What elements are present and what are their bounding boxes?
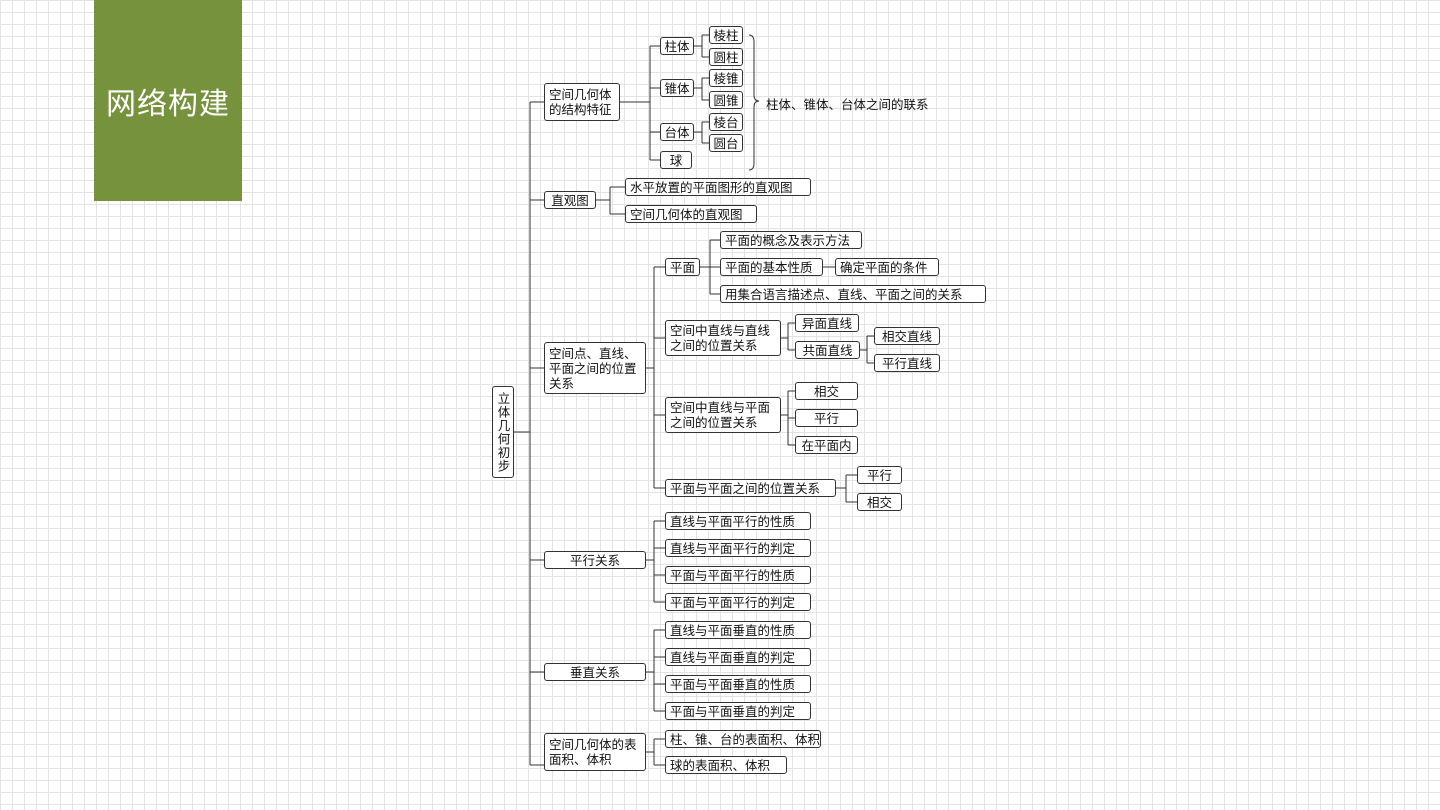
node-perpendicular-item: 直线与平面垂直的判定 xyxy=(665,648,811,666)
node-plane-plane: 平面与平面之间的位置关系 xyxy=(665,479,836,497)
node-label: 平行直线 xyxy=(881,355,932,371)
node-label: 垂直关系 xyxy=(569,664,620,680)
section-title: 网络构建 xyxy=(106,86,230,122)
node-label: 平面与平面垂直的性质 xyxy=(670,676,796,692)
node-plane-determine: 确定平面的条件 xyxy=(835,258,939,276)
node-label: 相交 xyxy=(866,494,892,510)
brace-note: 柱体、锥体、台体之间的联系 xyxy=(766,97,929,112)
node-frustum-group: 台体 xyxy=(660,123,694,141)
node-parallel-item: 平面与平面平行的判定 xyxy=(665,593,811,611)
node-label: 直线与平面平行的性质 xyxy=(670,513,796,529)
node-area-volume-item: 柱、锥、台的表面积、体积 xyxy=(665,730,821,748)
node-line-plane: 空间中直线与平面之间的位置关系 xyxy=(665,397,781,433)
node-label: 圆柱 xyxy=(713,49,739,65)
section-header-box: 网络构建 xyxy=(94,0,242,201)
root-node: 立体几何初步 xyxy=(492,386,514,478)
node-relations: 空间点、直线、平面之间的位置关系 xyxy=(544,342,646,394)
node-parallel-lines: 平行直线 xyxy=(874,354,940,372)
node-label: 空间几何体的表面积、体积 xyxy=(549,737,637,767)
node-plane-set-language: 用集合语言描述点、直线、平面之间的关系 xyxy=(720,285,986,303)
node-lp-intersect: 相交 xyxy=(795,382,858,400)
node-label: 异面直线 xyxy=(801,315,852,331)
node-area-volume-item: 球的表面积、体积 xyxy=(665,756,787,774)
node-parallel-item: 直线与平面平行的判定 xyxy=(665,539,811,557)
node-coplanar-lines: 共面直线 xyxy=(795,341,860,359)
node-label: 空间中直线与直线之间的位置关系 xyxy=(670,323,771,353)
node-perpendicular-relation: 垂直关系 xyxy=(544,663,646,681)
node-label: 空间点、直线、平面之间的位置关系 xyxy=(549,345,637,391)
node-sphere: 球 xyxy=(660,151,692,169)
node-cone: 圆锥 xyxy=(709,91,743,109)
node-label: 空间几何体的结构特征 xyxy=(549,87,612,117)
node-label: 平面的概念及表示方法 xyxy=(725,232,851,248)
node-label: 圆锥 xyxy=(713,92,739,108)
node-intuitive-flat: 水平放置的平面图形的直观图 xyxy=(625,178,811,196)
node-cylinder: 圆柱 xyxy=(709,48,743,66)
node-label: 确定平面的条件 xyxy=(840,259,928,275)
node-frustum-cone: 圆台 xyxy=(709,134,743,152)
node-frustum-prism: 棱台 xyxy=(709,113,743,131)
node-pp-parallel: 平行 xyxy=(857,466,902,484)
node-label: 用集合语言描述点、直线、平面之间的关系 xyxy=(725,286,963,302)
node-label: 柱体 xyxy=(664,38,690,54)
node-label: 直线与平面垂直的性质 xyxy=(670,622,796,638)
node-lp-parallel: 平行 xyxy=(795,409,858,427)
node-prism: 棱柱 xyxy=(709,26,743,44)
node-parallel-relation: 平行关系 xyxy=(544,551,646,569)
node-intuitive: 直观图 xyxy=(544,191,596,209)
node-label: 球的表面积、体积 xyxy=(670,757,771,773)
node-label: 圆台 xyxy=(713,135,739,151)
node-label: 台体 xyxy=(664,124,690,140)
node-label: 相交直线 xyxy=(881,328,932,344)
node-structure-features: 空间几何体的结构特征 xyxy=(544,83,620,121)
node-label: 平面与平面平行的性质 xyxy=(670,567,796,583)
node-label: 在平面内 xyxy=(801,437,852,453)
node-label: 平面与平面垂直的判定 xyxy=(670,703,796,719)
node-label: 棱台 xyxy=(713,114,739,130)
node-label: 空间几何体的直观图 xyxy=(630,206,743,222)
node-intuitive-solid: 空间几何体的直观图 xyxy=(625,205,757,223)
node-pp-intersect: 相交 xyxy=(857,493,902,511)
node-label: 平面 xyxy=(670,259,696,275)
node-pillar: 柱体 xyxy=(660,37,694,55)
node-plane-concept: 平面的概念及表示方法 xyxy=(720,231,862,249)
node-parallel-item: 直线与平面平行的性质 xyxy=(665,512,811,530)
node-label: 球 xyxy=(669,152,683,168)
node-perpendicular-item: 直线与平面垂直的性质 xyxy=(665,621,811,639)
node-label: 共面直线 xyxy=(802,342,853,358)
node-label: 水平放置的平面图形的直观图 xyxy=(630,179,793,195)
node-label: 棱柱 xyxy=(713,27,739,43)
node-label: 棱锥 xyxy=(713,70,739,86)
node-label: 平行 xyxy=(813,410,839,426)
node-label: 相交 xyxy=(813,383,839,399)
node-plane-basic: 平面的基本性质 xyxy=(720,258,823,276)
node-label: 直线与平面平行的判定 xyxy=(670,540,796,556)
node-label: 锥体 xyxy=(664,80,690,96)
node-label: 直观图 xyxy=(551,192,589,208)
node-parallel-item: 平面与平面平行的性质 xyxy=(665,566,811,584)
node-intersect-lines: 相交直线 xyxy=(874,327,940,345)
node-label: 平面与平面之间的位置关系 xyxy=(670,480,821,496)
node-skew-lines: 异面直线 xyxy=(795,314,859,332)
node-line-line: 空间中直线与直线之间的位置关系 xyxy=(665,320,781,356)
node-label: 平面的基本性质 xyxy=(725,259,813,275)
root-label: 立体几何初步 xyxy=(495,391,511,473)
node-label: 平行关系 xyxy=(569,552,620,568)
node-pyramid: 棱锥 xyxy=(709,69,743,87)
node-perpendicular-item: 平面与平面垂直的性质 xyxy=(665,675,811,693)
node-label: 柱、锥、台的表面积、体积 xyxy=(670,731,821,747)
node-label: 直线与平面垂直的判定 xyxy=(670,649,796,665)
node-label: 平面与平面平行的判定 xyxy=(670,594,796,610)
node-area-volume: 空间几何体的表面积、体积 xyxy=(544,733,646,771)
node-perpendicular-item: 平面与平面垂直的判定 xyxy=(665,702,811,720)
node-lp-in-plane: 在平面内 xyxy=(795,436,858,454)
node-cone-group: 锥体 xyxy=(660,79,694,97)
node-label: 空间中直线与平面之间的位置关系 xyxy=(670,400,771,430)
node-plane: 平面 xyxy=(665,258,700,276)
node-label: 平行 xyxy=(866,467,892,483)
